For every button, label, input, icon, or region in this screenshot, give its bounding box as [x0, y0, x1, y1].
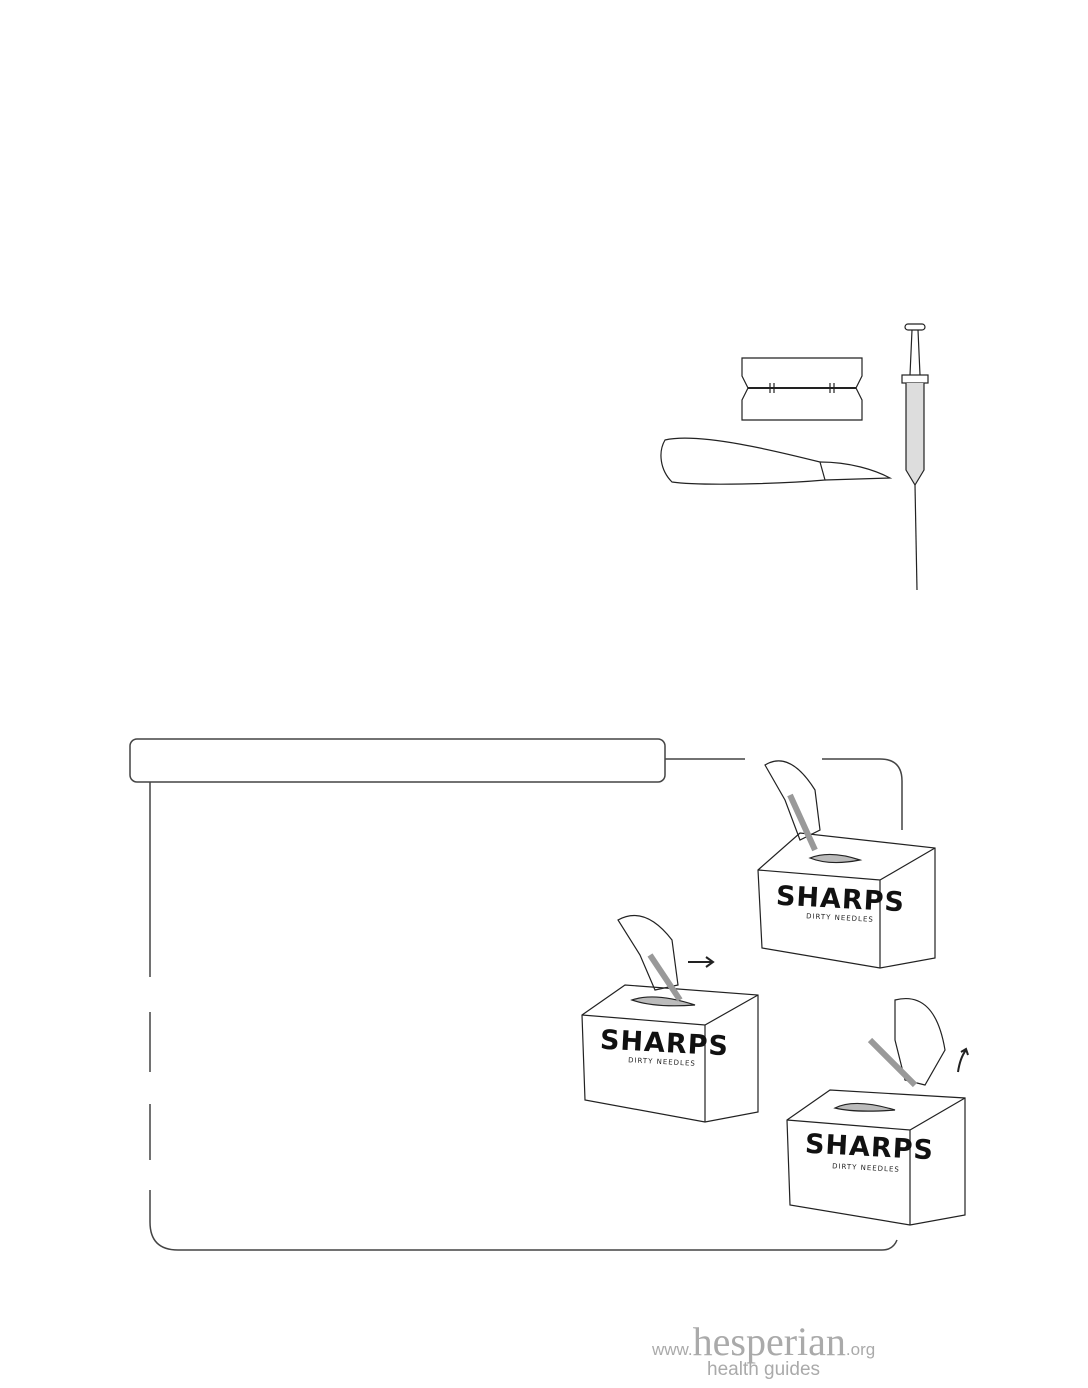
section-heading-box	[129, 738, 666, 783]
sharps-box-illustration	[581, 914, 759, 1123]
hesperian-footer-logo: www.hesperian.org health guides	[652, 1319, 876, 1380]
bracket-line	[149, 758, 903, 1251]
razor-blade-illustration	[741, 357, 863, 421]
arrow-right-icon	[688, 956, 715, 968]
footer-brand: hesperian	[692, 1319, 846, 1364]
sharps-box-illustration	[757, 760, 936, 969]
footer-tagline: health guides	[707, 1359, 821, 1380]
arrow-up-icon	[957, 1047, 969, 1073]
footer-prefix: www.	[652, 1340, 693, 1359]
scalpel-illustration	[660, 437, 893, 485]
sharps-box-illustration	[786, 998, 969, 1226]
footer-suffix: .org	[845, 1340, 876, 1359]
syringe-illustration	[901, 323, 929, 591]
